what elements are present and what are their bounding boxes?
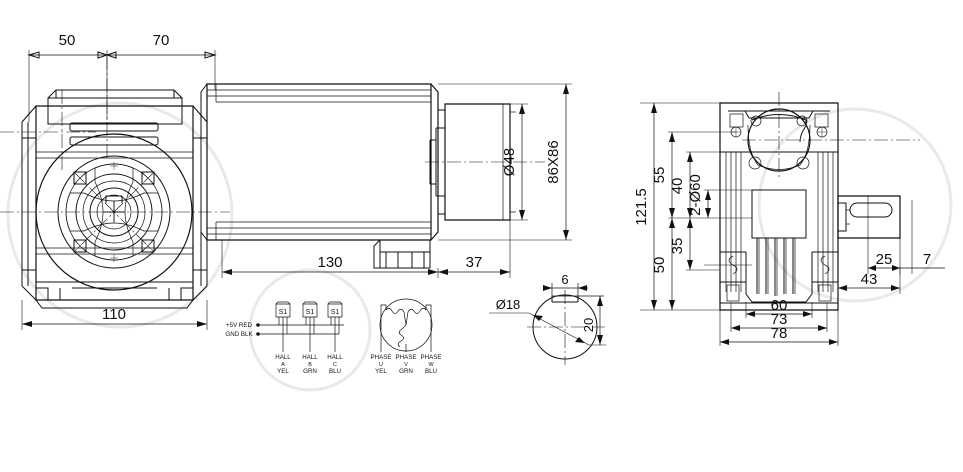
hall-c-l2: C: [333, 362, 337, 368]
dim-55: 55: [651, 131, 752, 219]
supply-label-gnd: GND BLK: [225, 331, 253, 338]
dim-label-dia18: Ø18: [496, 297, 521, 312]
dim-label-2-dia60: 2-Ø60: [687, 174, 704, 216]
shaft-keyway-detail: 6 Ø18 20: [489, 272, 606, 365]
hall-b-l3: GRN: [303, 368, 317, 375]
hall-c-l1: HALL: [327, 354, 343, 361]
dim-label-55: 55: [651, 167, 668, 184]
dim-key-6: 6: [543, 272, 588, 291]
dim-dia18: Ø18: [489, 297, 590, 346]
dim-label-40: 40: [669, 178, 686, 195]
dim-40: 40: [669, 151, 752, 218]
dim-label-110: 110: [102, 306, 126, 323]
watermark: [6, 101, 953, 392]
hall-a-l1: HALL: [275, 354, 291, 361]
hall-sensor-3: S1: [327, 301, 343, 322]
dim-label-50: 50: [59, 32, 76, 49]
dim-43: 43: [838, 268, 901, 294]
dim-label-78: 78: [771, 325, 788, 342]
dim-label-25: 25: [876, 251, 893, 268]
hall-b-l1: HALL: [302, 354, 318, 361]
dim-86x86: 86X86: [438, 83, 572, 241]
hall-output-c: HALL C BLU: [327, 354, 343, 375]
side-housing: [719, 102, 839, 311]
dim-label-37: 37: [466, 254, 483, 271]
hall-sensor-3-label: S1: [331, 309, 340, 316]
hall-output-b: HALL B GRN: [302, 354, 318, 375]
dim-dia48: Ø48: [501, 103, 528, 221]
hall-c-l3: BLU: [329, 368, 341, 375]
gearbox-housing: [21, 89, 208, 309]
dim-50-side: 50: [651, 218, 675, 310]
dim-7: 7: [900, 200, 945, 274]
phase-v-l1: PHASE: [396, 354, 417, 361]
phase-u-l1: PHASE: [371, 354, 392, 361]
motor-barrel: [200, 83, 439, 269]
dim-label-dia48: Ø48: [501, 148, 518, 176]
dim-2-dia60: 2-Ø60: [687, 174, 752, 266]
dim-label-60: 60: [771, 297, 788, 314]
phase-w-l2: W: [428, 362, 434, 368]
dim-110: 110: [21, 300, 208, 330]
dim-label-50-side: 50: [651, 257, 668, 274]
phase-output-u: PHASE U YEL: [371, 354, 392, 375]
motor-phase-winding-diagram: PHASE U YEL PHASE V GRN PHASE W BLU: [371, 298, 442, 375]
hall-a-l3: YEL: [277, 368, 289, 375]
dim-35: 35: [669, 218, 720, 271]
dim-78: 78: [719, 310, 839, 346]
side-view: 121.5 55 40 2-Ø60: [633, 92, 945, 346]
front-view: 50 70: [0, 32, 572, 330]
dim-label-70: 70: [153, 32, 170, 49]
hall-b-l2: B: [308, 362, 312, 368]
dim-label-20: 20: [581, 318, 596, 332]
dim-37: 37: [438, 220, 511, 278]
hall-output-a: HALL A YEL: [275, 354, 291, 375]
dim-label-73: 73: [771, 311, 788, 328]
phase-v-l3: GRN: [399, 368, 413, 375]
hall-a-l2: A: [281, 362, 285, 368]
dim-73: 73: [730, 303, 828, 332]
dim-label-35: 35: [669, 238, 686, 255]
dim-25: 25: [867, 196, 901, 274]
hall-sensor-1: S1: [275, 301, 291, 322]
dim-label-86x86: 86X86: [545, 140, 562, 183]
hall-sensor-1-label: S1: [279, 309, 288, 316]
dim-label-130: 130: [317, 254, 342, 271]
dim-121-5: 121.5: [633, 102, 720, 311]
phase-output-w: PHASE W BLU: [421, 354, 442, 375]
hall-sensor-2: S1: [302, 301, 318, 322]
dim-label-7: 7: [923, 251, 931, 268]
hall-sensor-2-label: S1: [306, 309, 315, 316]
side-output-boss: [837, 195, 901, 239]
hall-sensor-wiring-diagram: S1 S1 S1 +5V RED GND BLK: [225, 301, 344, 375]
dim-50-70: 50 70: [27, 32, 217, 122]
dim-label-121-5: 121.5: [633, 188, 650, 226]
dim-60: 60: [745, 297, 813, 318]
phase-w-l3: BLU: [425, 368, 437, 375]
dim-label-6: 6: [561, 272, 568, 287]
dim-label-43: 43: [861, 271, 878, 288]
dim-130: 130: [221, 240, 439, 278]
phase-output-v: PHASE V GRN: [396, 354, 417, 375]
supply-label-5v: +5V RED: [226, 322, 252, 329]
dim-flat-20: 20: [581, 296, 606, 346]
phase-u-l2: U: [379, 362, 383, 368]
phase-v-l2: V: [404, 362, 408, 368]
phase-w-l1: PHASE: [421, 354, 442, 361]
phase-u-l3: YEL: [375, 368, 387, 375]
